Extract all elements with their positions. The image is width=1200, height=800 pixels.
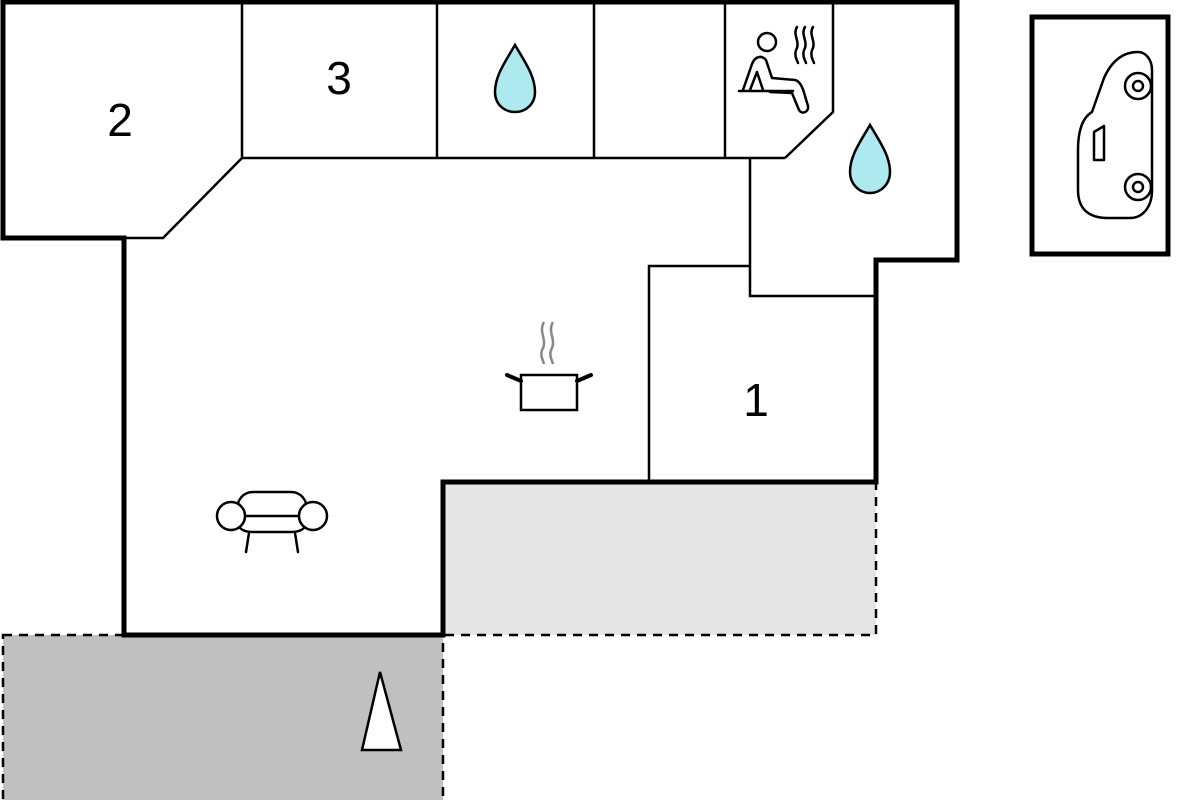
cooking-pot-icon [505,321,593,412]
interior-walls [124,2,876,482]
sauna-icon [737,25,816,114]
terrace [441,480,878,637]
room-label-3: 3 [326,52,352,104]
water-drop-icon [493,42,537,114]
sofa-icon [215,490,329,554]
car-icon [1076,50,1154,220]
room-label-1: 1 [743,374,769,426]
room-label-2: 2 [107,94,133,146]
water-drop-icon [848,122,892,195]
north-arrow-icon [360,671,403,752]
